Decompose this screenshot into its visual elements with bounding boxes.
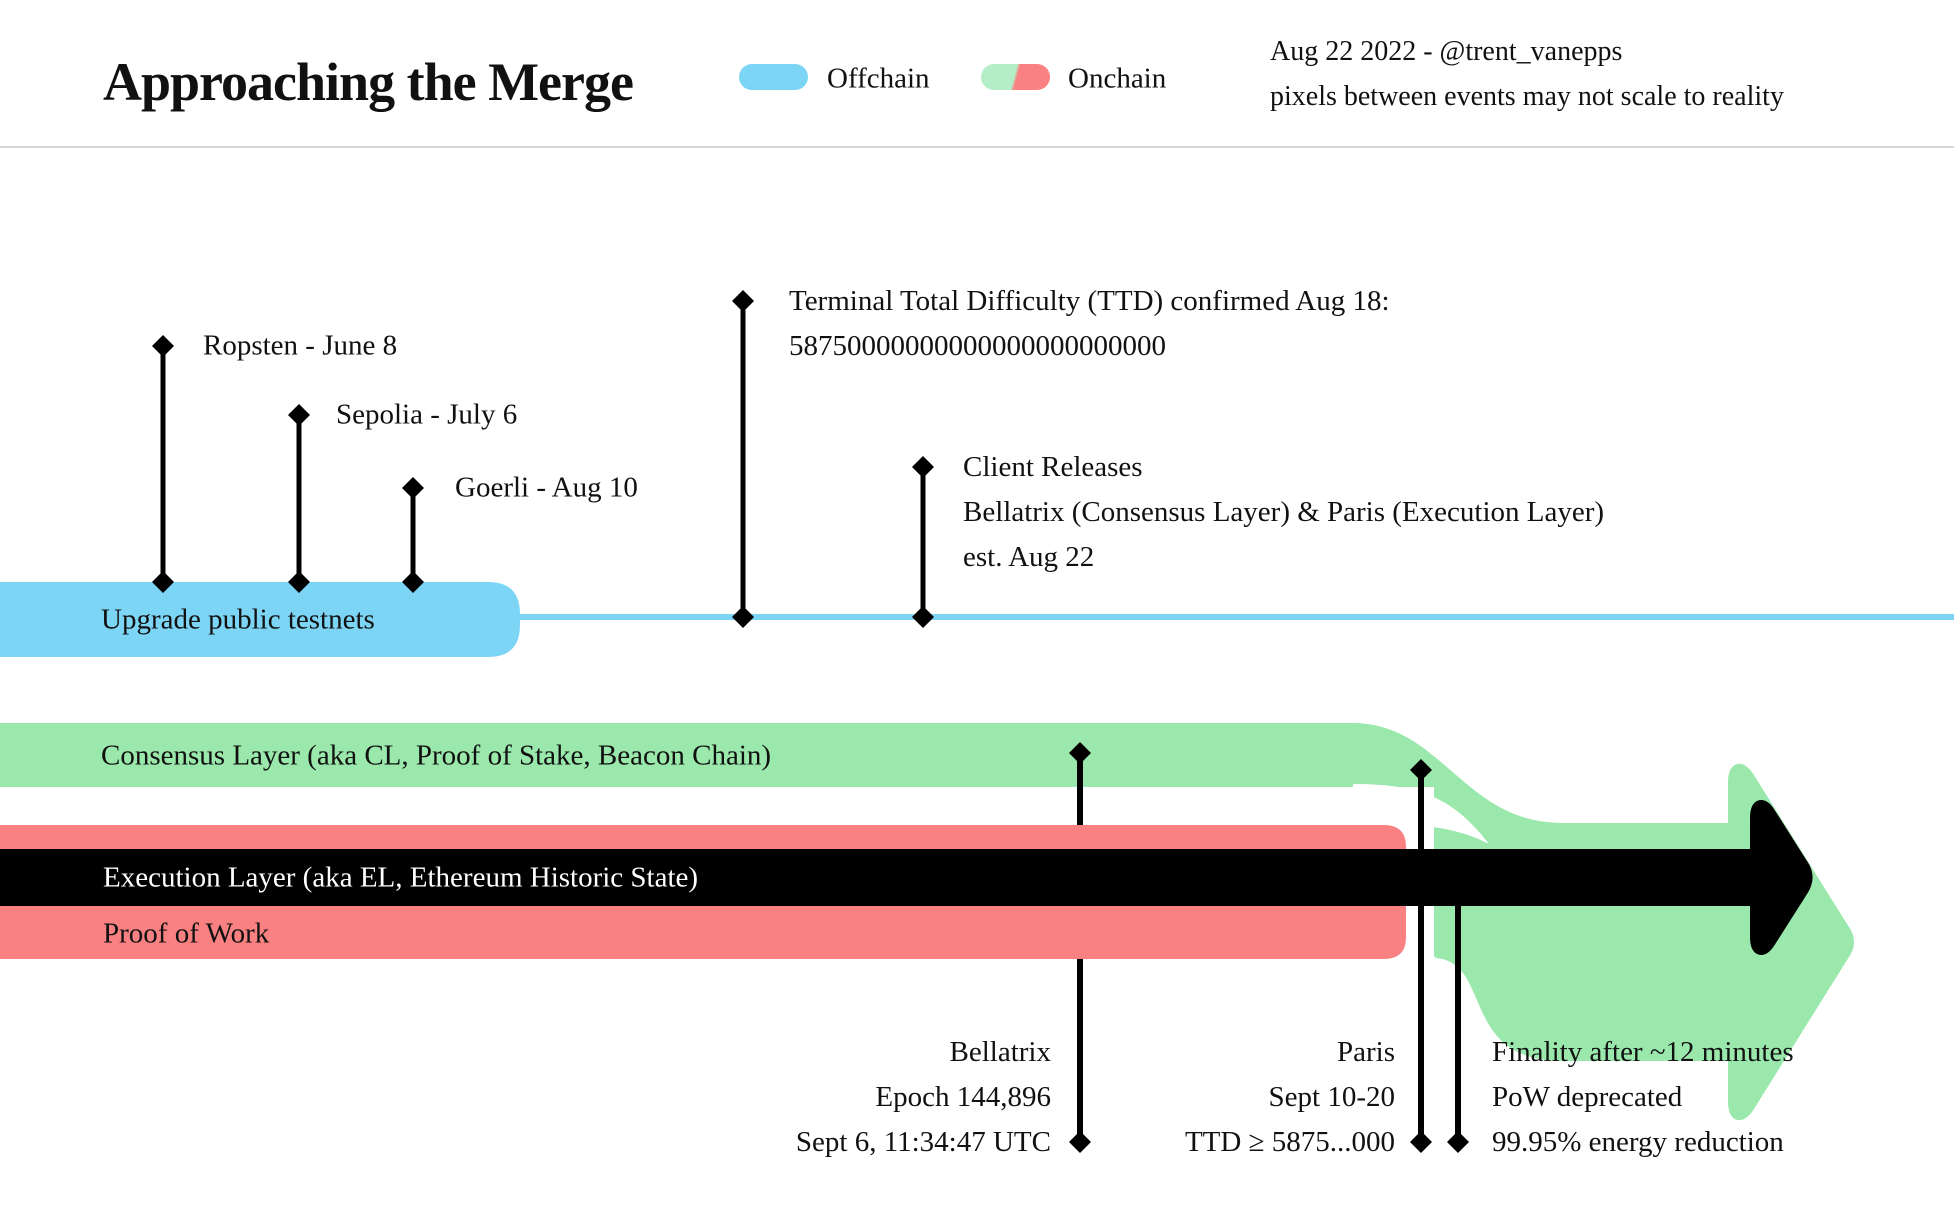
offchain-track <box>0 582 1954 657</box>
finality-base-diamond-icon <box>1447 1131 1469 1153</box>
finality-line3: 99.95% energy reduction <box>1492 1126 1784 1158</box>
goerli-label: Goerli - Aug 10 <box>455 471 638 504</box>
bellatrix-name: Bellatrix <box>949 1036 1051 1068</box>
credit-disclaimer: pixels between events may not scale to r… <box>1270 81 1784 112</box>
paris-annotation: Paris Sept 10-20 TTD ≥ 5875...000 <box>1185 1030 1395 1165</box>
client-releases-block: Client Releases Bellatrix (Consensus Lay… <box>963 445 1604 580</box>
proof-of-work-label: Proof of Work <box>103 917 270 950</box>
header-divider <box>0 146 1954 148</box>
client-releases-line3: est. Aug 22 <box>963 541 1095 573</box>
paris-date: Sept 10-20 <box>1268 1081 1395 1113</box>
ttd-label-block: Terminal Total Difficulty (TTD) confirme… <box>789 279 1390 369</box>
execution-layer-label: Execution Layer (aka EL, Ethereum Histor… <box>103 861 699 894</box>
client-releases-base-diamond-icon <box>912 606 934 628</box>
finality-annotation: Finality after ~12 minutes PoW deprecate… <box>1492 1030 1794 1165</box>
client-releases-diamond-icon <box>912 456 934 478</box>
ttd-label-line1: Terminal Total Difficulty (TTD) confirme… <box>789 285 1390 317</box>
goerli-base-diamond-icon <box>402 571 424 593</box>
onchain-legend-label: Onchain <box>1068 62 1167 95</box>
diamond-markers <box>152 290 1469 1153</box>
bellatrix-diamond-icon <box>1069 742 1091 764</box>
ropsten-diamond-icon <box>152 335 174 357</box>
paris-diamond-icon <box>1410 759 1432 781</box>
finality-line1: Finality after ~12 minutes <box>1492 1036 1794 1068</box>
page-title: Approaching the Merge <box>103 52 634 112</box>
bellatrix-time: Sept 6, 11:34:47 UTC <box>795 1126 1051 1158</box>
ttd-value: 58750000000000000000000000 <box>789 330 1166 362</box>
client-releases-line1: Client Releases <box>963 451 1143 483</box>
offchain-legend-label: Offchain <box>827 62 930 95</box>
paris-base-diamond-icon <box>1410 1131 1432 1153</box>
offchain-line <box>518 614 1954 620</box>
offchain-legend-swatch <box>739 64 808 90</box>
sepolia-label: Sepolia - July 6 <box>336 398 518 431</box>
bellatrix-epoch: Epoch 144,896 <box>875 1081 1051 1113</box>
ttd-base-diamond-icon <box>732 606 754 628</box>
consensus-layer-label: Consensus Layer (aka CL, Proof of Stake,… <box>101 739 772 772</box>
ropsten-base-diamond-icon <box>152 571 174 593</box>
finality-line2: PoW deprecated <box>1492 1081 1683 1113</box>
bellatrix-base-diamond-icon <box>1069 1131 1091 1153</box>
credit-date-author: Aug 22 2022 - @trent_vanepps <box>1270 36 1623 67</box>
execution-arrow <box>0 800 1813 955</box>
goerli-diamond-icon <box>402 477 424 499</box>
client-releases-line2: Bellatrix (Consensus Layer) & Paris (Exe… <box>963 496 1605 528</box>
credit-block: Aug 22 2022 - @trent_vanepps pixels betw… <box>1270 29 1784 119</box>
onchain-legend-swatch <box>981 64 1050 90</box>
testnet-bar <box>0 582 520 657</box>
ttd-diamond-icon <box>732 290 754 312</box>
sepolia-base-diamond-icon <box>288 571 310 593</box>
testnet-bar-label: Upgrade public testnets <box>101 603 375 636</box>
sepolia-diamond-icon <box>288 404 310 426</box>
bellatrix-annotation: Bellatrix Epoch 144,896 Sept 6, 11:34:47… <box>796 1030 1051 1165</box>
paris-ttd: TTD ≥ 5875...000 <box>1184 1126 1395 1158</box>
paris-name: Paris <box>1337 1036 1395 1068</box>
ropsten-label: Ropsten - June 8 <box>203 329 398 362</box>
